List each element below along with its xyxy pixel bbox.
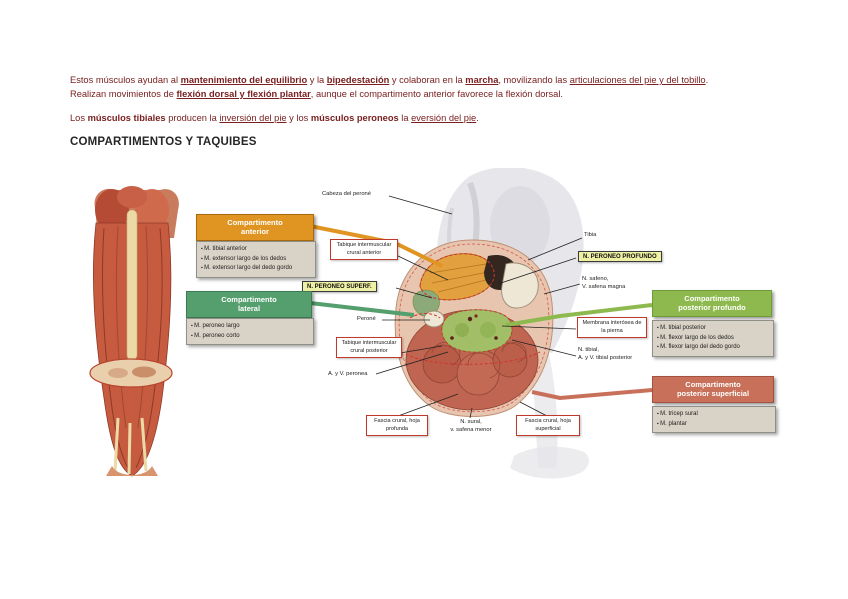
tibiales-paragraph: Los músculos tibiales producen la invers…: [70, 112, 786, 126]
compartimento-anterior-muscle-list: M. tibial anterior M. extensor largo de …: [196, 241, 316, 278]
label-perone: Peroné: [357, 316, 376, 322]
text-segment: marcha: [465, 75, 499, 85]
text-segment: y la: [307, 75, 327, 85]
membrana-interosea-callout: Membrana interósea de la pierna: [577, 317, 647, 339]
text-segment: eversión del pie: [411, 112, 477, 123]
list-item: M. flexor largo de los dedos: [657, 334, 769, 344]
text-segment: músculos tibiales: [87, 112, 166, 123]
text-segment: bipedestación: [326, 75, 390, 85]
text-segment: la: [398, 112, 412, 123]
text-segment: producen la: [165, 112, 220, 123]
compartimento-lateral-header: Compartimento lateral: [186, 291, 312, 318]
nerve-box-peroneo-profundo: N. PERONEO PROFUNDO: [578, 251, 662, 262]
text-segment: Realizan movimientos de: [70, 88, 177, 99]
text-segment: inversión del pie: [219, 112, 287, 123]
text-segment: Los: [70, 112, 88, 123]
label-tibia: Tibia: [584, 232, 597, 238]
leg-muscle-illustration: [89, 186, 179, 477]
text-segment: y colaboran en la: [389, 75, 466, 85]
list-item: M. peroneo corto: [191, 332, 309, 342]
anatomy-diagram: Cabeza del peroné Tibia Peroné A. y V. p…: [0, 168, 848, 493]
cross-section-illustration: [394, 239, 554, 417]
tabique-posterior-callout: Tabique intermuscular crural posterior: [336, 337, 402, 359]
intro-paragraph: Estos músculos ayudan al mantenimiento d…: [70, 74, 786, 102]
text-segment: articulaciones del pie y del tobillo: [569, 75, 706, 85]
intro-text-block: Estos músculos ayudan al mantenimiento d…: [70, 74, 786, 148]
text-segment: músculos peroneos: [310, 112, 399, 123]
compartimento-posterior-superficial-header: Compartimento posterior superficial: [652, 376, 774, 403]
compartimento-posterior-profundo-muscle-list: M. tibial posterior M. flexor largo de l…: [652, 320, 774, 357]
text-segment: .: [705, 75, 709, 85]
list-item: M. extensor largo de los dedos: [201, 255, 311, 265]
tabique-anterior-callout: Tabique intermuscular crural anterior: [330, 239, 398, 261]
text-segment: , movilizando las: [498, 75, 570, 85]
label-tibial: N. tibial, A. y V. tibial posterior: [578, 347, 633, 361]
label-peronea: A. y V. peronea: [328, 371, 368, 377]
text-segment: Estos músculos ayudan al: [70, 75, 181, 85]
label-safeno: N. safeno, V. safena magna: [582, 276, 626, 290]
label-cabeza-perone: Cabeza del peroné: [322, 191, 371, 197]
list-item: M. flexor largo del dedo gordo: [657, 343, 769, 353]
list-item: M. peroneo largo: [191, 322, 309, 332]
fascia-profunda-callout: Fascia crural, hoja profunda: [366, 415, 428, 437]
list-item: M. tibial posterior: [657, 324, 769, 334]
text-segment: mantenimiento del equilibrio: [180, 75, 308, 85]
list-item: M. tibial anterior: [201, 245, 311, 255]
connector-lines: [309, 195, 653, 419]
nerve-box-peroneo-superficial: N. PERONEO SUPERF.: [302, 281, 377, 292]
text-segment: y los: [286, 112, 311, 123]
label-sural: N. sural, v. safena menor: [450, 419, 492, 433]
compartimento-anterior-header: Compartimento anterior: [196, 214, 314, 241]
diagram-artwork: [89, 168, 653, 479]
list-item: M. plantar: [657, 420, 771, 430]
fascia-superficial-callout: Fascia crural, hoja superficial: [516, 415, 580, 437]
text-segment: flexión dorsal y flexión plantar: [176, 88, 311, 99]
text-segment: .: [476, 112, 479, 123]
list-item: M. tricep sural: [657, 410, 771, 420]
section-heading: COMPARTIMENTOS Y TAQUIBES: [70, 135, 257, 148]
list-item: M. extensor largo del dedo gordo: [201, 264, 311, 274]
text-segment: , aunque el compartimento anterior favor…: [310, 88, 563, 99]
compartimento-lateral-muscle-list: M. peroneo largo M. peroneo corto: [186, 318, 314, 346]
compartimento-posterior-profundo-header: Compartimento posterior profundo: [652, 290, 772, 317]
compartimento-posterior-superficial-muscle-list: M. tricep sural M. plantar: [652, 406, 776, 434]
